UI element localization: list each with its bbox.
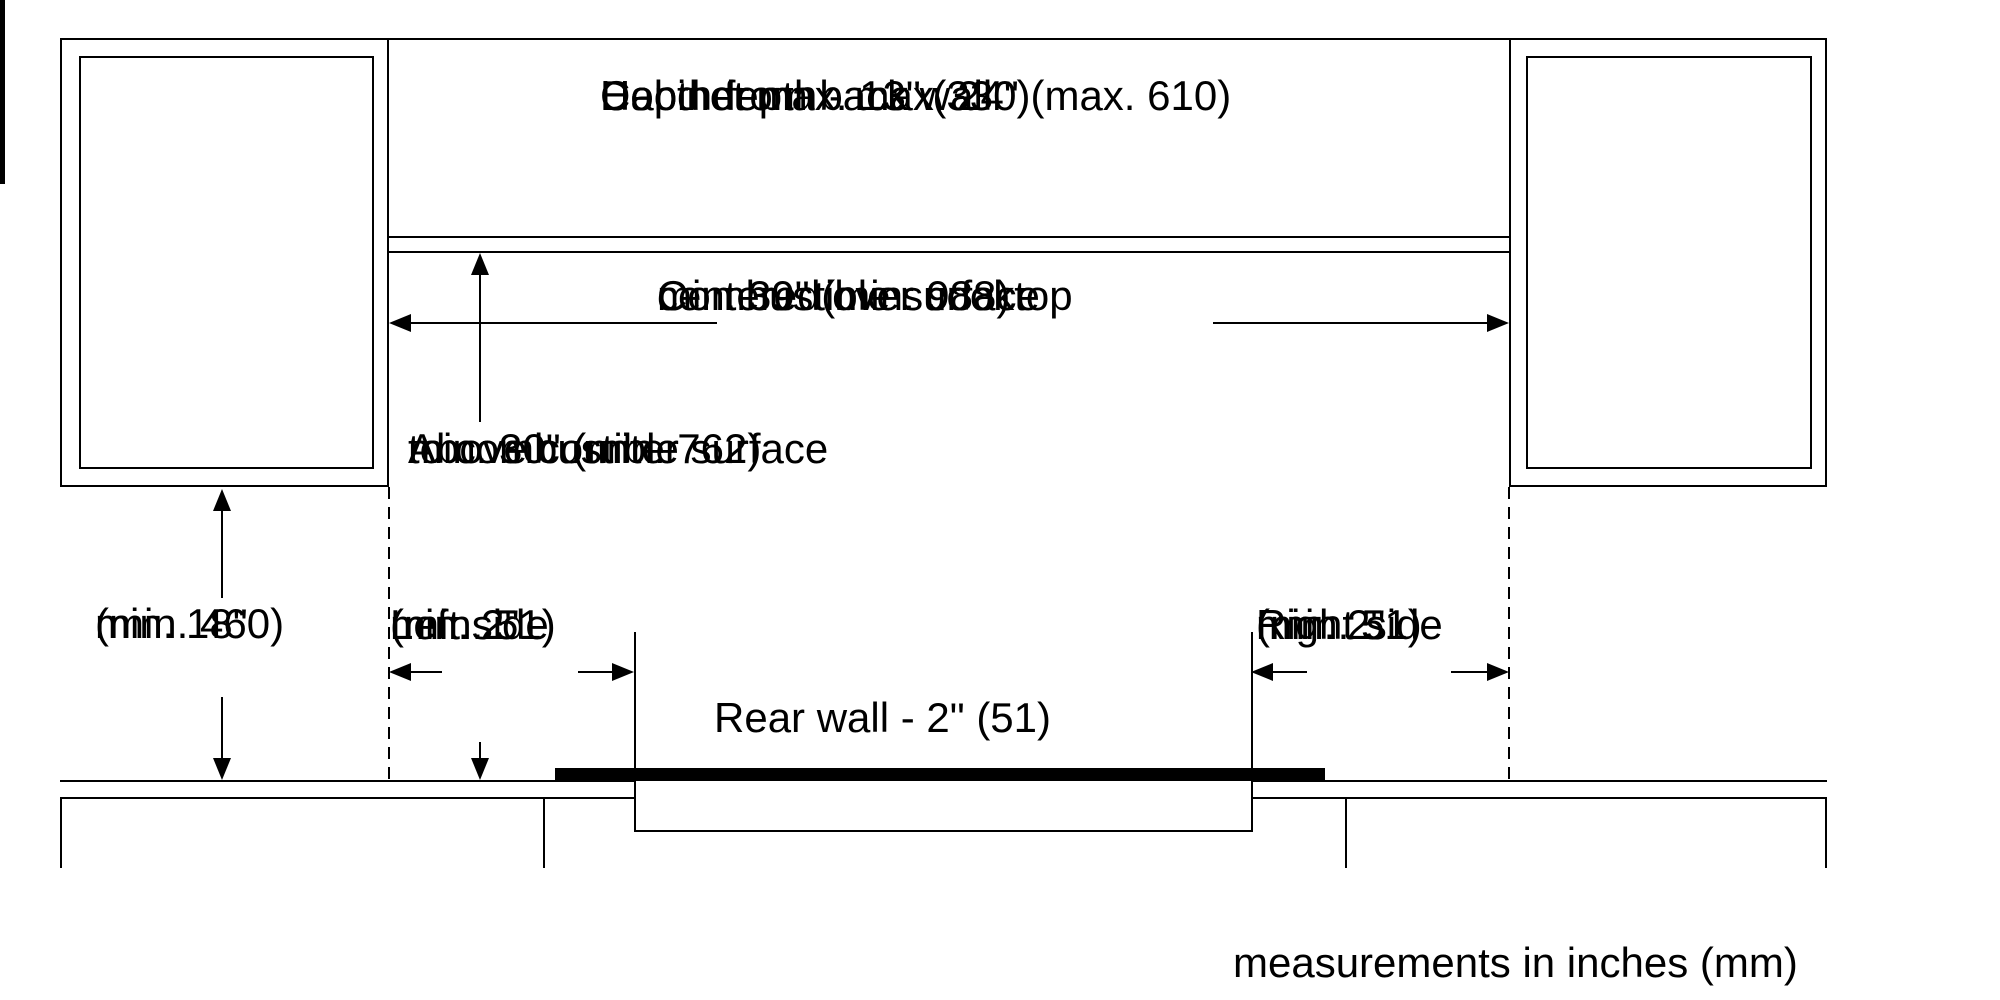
left-side-arrowhead-right — [612, 663, 634, 681]
hood-bottom-line-upper — [389, 236, 1509, 238]
above-counter-arrow-line-lower — [479, 742, 481, 760]
counter-left-top-line — [60, 780, 636, 782]
counter-right-top-line — [1251, 780, 1827, 782]
cooktop-right-edge-line — [1251, 632, 1253, 780]
right-side-line3: (min. 51) — [1256, 601, 1422, 648]
units-note-text: measurements in inches (mm) — [1233, 939, 1798, 986]
left-cabinet-door — [79, 56, 374, 469]
min18-line2: (min. 460) — [95, 600, 285, 647]
right-side-arrow-tail-left — [1269, 671, 1307, 673]
min18-line1: min. 18" — [95, 600, 248, 647]
base-cabinet-left-edge — [60, 799, 62, 868]
right-side-line1: Right side — [1256, 601, 1443, 648]
hood-depth-line2: Cabinet max. 13" (330) — [600, 72, 1031, 119]
above-counter-arrow-line-upper — [479, 272, 481, 422]
top-wall-line — [60, 38, 1827, 40]
hood-depth-line3: Hood depth - max. 24" (max. 610) — [600, 72, 1232, 119]
right-side-arrowhead-left — [1251, 663, 1273, 681]
above-counter-arrowhead-down — [471, 758, 489, 780]
min18-arrowhead-up — [213, 489, 231, 511]
left-cabinet-projection-dashed-line — [388, 487, 390, 780]
combustible-line2: centered over cooktop — [657, 272, 1073, 319]
combustible-line3: min. 39" (min. 988) — [657, 272, 1011, 319]
hood-bottom-line-lower — [389, 251, 1509, 253]
cooktop-body — [634, 779, 1253, 832]
right-side-arrow-tail-right — [1451, 671, 1489, 673]
left-side-line2: min. 2" — [390, 601, 520, 648]
base-cabinet-left-divider — [543, 799, 545, 868]
min18-arrow-line-lower — [221, 697, 223, 760]
base-cabinet-right-edge — [1825, 799, 1827, 868]
counter-right-bottom-line — [1251, 797, 1827, 799]
right-cabinet-projection-dashed-line — [1508, 487, 1510, 780]
left-side-arrow-tail-right — [578, 671, 614, 673]
min18-arrowhead-down — [213, 758, 231, 780]
right-cabinet-handle — [0, 92, 5, 184]
left-cabinet-outline — [60, 38, 389, 487]
combustible-line1: Combustible surface — [657, 272, 1040, 319]
counter-left-bottom-line — [60, 797, 636, 799]
right-cabinet-outline — [1509, 38, 1827, 487]
above-counter-arrowhead-up — [471, 253, 489, 275]
hood-depth-line1: Depth from back wall — [600, 72, 993, 119]
right-side-arrowhead-right — [1487, 663, 1509, 681]
cooktop-surface — [555, 768, 1325, 781]
combustible-arrow-line-right — [1213, 322, 1489, 324]
combustible-arrowhead-right — [1487, 314, 1509, 332]
cooktop-left-edge-line — [634, 632, 636, 780]
left-side-line1: Left side — [390, 601, 549, 648]
above-counter-line1: Above counter — [408, 425, 679, 472]
right-cabinet-door — [1526, 56, 1812, 469]
above-counter-line2: min. 30" (min. 762) — [408, 425, 762, 472]
left-cabinet-handle — [0, 0, 5, 92]
base-cabinet-right-divider — [1345, 799, 1347, 868]
left-side-arrow-tail-left — [404, 671, 442, 673]
right-side-line2: min. 2" — [1256, 601, 1386, 648]
min18-arrow-line-upper — [221, 508, 223, 598]
combustible-arrow-line-left — [407, 322, 717, 324]
combustible-arrowhead-left — [389, 314, 411, 332]
left-side-line3: (min. 51) — [390, 601, 556, 648]
above-counter-line3: to combustible surface — [408, 425, 829, 472]
left-side-arrowhead-left — [389, 663, 411, 681]
rear-wall-text: Rear wall - 2" (51) — [714, 694, 1052, 741]
